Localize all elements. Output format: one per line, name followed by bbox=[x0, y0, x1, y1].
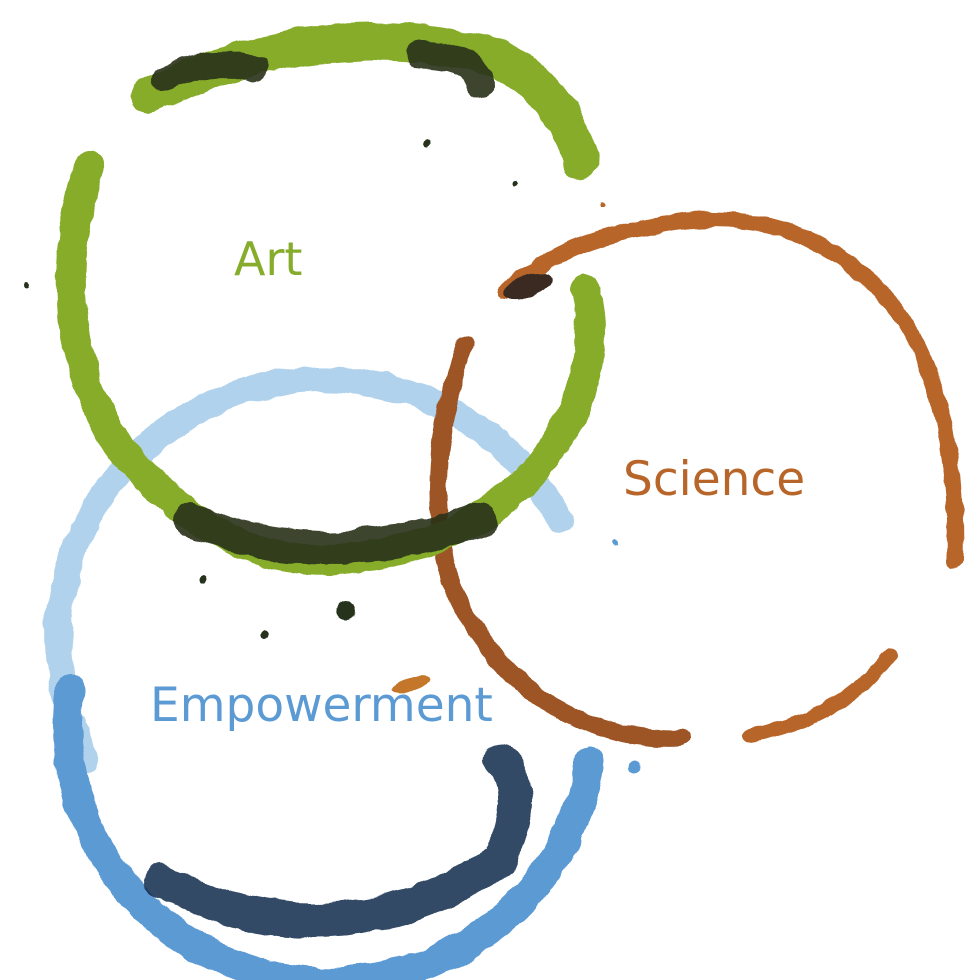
science-label: Science bbox=[623, 452, 806, 507]
art-ring bbox=[23, 22, 605, 639]
empowerment-drop bbox=[614, 541, 620, 547]
art-label: Art bbox=[234, 232, 303, 286]
art-ring-dark-bottom bbox=[173, 503, 497, 565]
art-drop bbox=[513, 180, 519, 186]
science-ring-lower bbox=[743, 648, 897, 742]
art-ring-main bbox=[55, 150, 605, 576]
science-ring-main bbox=[497, 211, 964, 568]
empowerment-ring bbox=[45, 366, 640, 980]
art-drop bbox=[423, 139, 431, 147]
art-drop bbox=[23, 282, 29, 288]
empowerment-label: Empowerment bbox=[150, 678, 493, 733]
empowerment-drop bbox=[628, 762, 640, 774]
art-drop bbox=[261, 629, 271, 639]
science-ring-left bbox=[429, 336, 689, 748]
art-ring-dark-top-right bbox=[406, 41, 494, 99]
art-ring-dark-top-left bbox=[152, 51, 268, 91]
art-drop bbox=[337, 600, 357, 620]
empowerment-ring-light bbox=[45, 366, 573, 773]
science-ring bbox=[392, 201, 964, 748]
science-drop bbox=[600, 201, 606, 207]
empowerment-ring-dark bbox=[143, 743, 532, 938]
science-ring-dark bbox=[503, 272, 553, 300]
art-drop bbox=[199, 576, 207, 584]
science-drop bbox=[392, 675, 432, 693]
empowerment-ring-main bbox=[52, 675, 605, 980]
